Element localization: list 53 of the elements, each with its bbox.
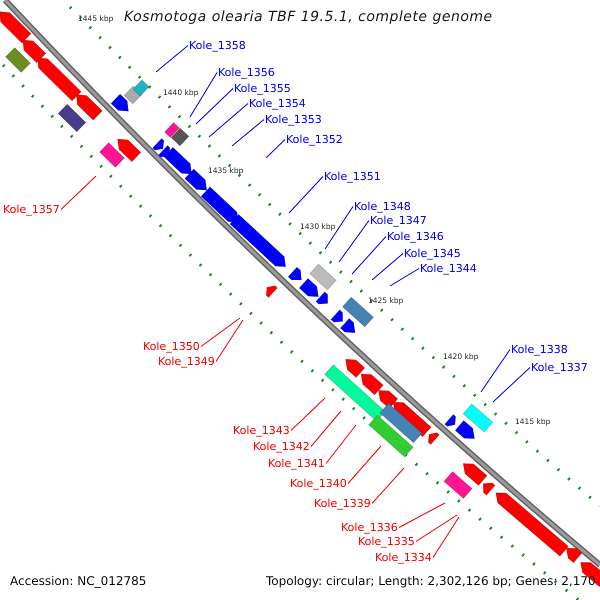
leader-line: [288, 176, 324, 214]
leader-line: [372, 468, 404, 504]
leader-line: [216, 320, 244, 362]
leader-line: [338, 220, 370, 262]
leader-line: [326, 424, 356, 464]
leader-line: [324, 206, 354, 250]
leader-line: [492, 367, 530, 402]
gene-label: Kole_1356: [218, 66, 275, 79]
leader-line: [390, 268, 420, 286]
gene-label: Kole_1342: [253, 440, 310, 453]
leader-line: [352, 236, 386, 274]
gene-label: Kole_1351: [324, 170, 381, 183]
leader-line: [196, 88, 234, 124]
gene-label: Kole_1348: [354, 200, 411, 213]
gene-label: Kole_1334: [375, 551, 432, 564]
leader-line: [432, 516, 460, 558]
gene-label: Kole_1339: [314, 497, 371, 510]
accession-text: Accession: NC_012785: [10, 574, 146, 588]
gene-label: Kole_1346: [387, 230, 444, 243]
leader-line: [398, 502, 446, 528]
gene-label: Kole_1335: [358, 535, 415, 548]
leader-line: [266, 139, 286, 158]
leader-line: [416, 514, 458, 542]
leader-line: [480, 349, 510, 392]
gene-label: Kole_1352: [286, 133, 343, 146]
leader-line: [232, 119, 264, 146]
genome-stats-text: Topology: circular; Length: 2,302,126 bp; Genes: 2,170: [266, 574, 596, 588]
leader-line: [310, 410, 342, 447]
leader-line: [190, 72, 218, 118]
gene-label: Kole_1340: [290, 477, 347, 490]
gene-label: Kole_1350: [143, 340, 200, 353]
leader-line: [60, 176, 96, 210]
gene-label: Kole_1357: [3, 203, 60, 216]
gene-label: Kole_1353: [265, 113, 322, 126]
gene-label: Kole_1347: [370, 214, 427, 227]
gene-label: Kole_1337: [531, 361, 588, 374]
leader-line: [200, 318, 240, 347]
leader-line: [290, 398, 326, 431]
gene-label: Kole_1345: [404, 247, 461, 260]
gene-label: Kole_1338: [511, 343, 568, 356]
leader-line: [372, 253, 404, 280]
gene-label: Kole_1354: [249, 97, 306, 110]
gene-label: Kole_1349: [158, 355, 215, 368]
gene-label: Kole_1344: [420, 262, 477, 275]
gene-label: Kole_1358: [189, 39, 246, 52]
gene-label: Kole_1336: [341, 521, 398, 534]
map-title: Kosmotoga olearia TBF 19.5.1, complete genome: [124, 9, 493, 25]
gene-label: Kole_1355: [234, 82, 291, 95]
gene-label: Kole_1341: [268, 457, 325, 470]
leader-line: [348, 446, 382, 484]
gene-label: Kole_1343: [233, 424, 290, 437]
leader-line: [208, 103, 248, 138]
leader-line: [156, 45, 188, 72]
